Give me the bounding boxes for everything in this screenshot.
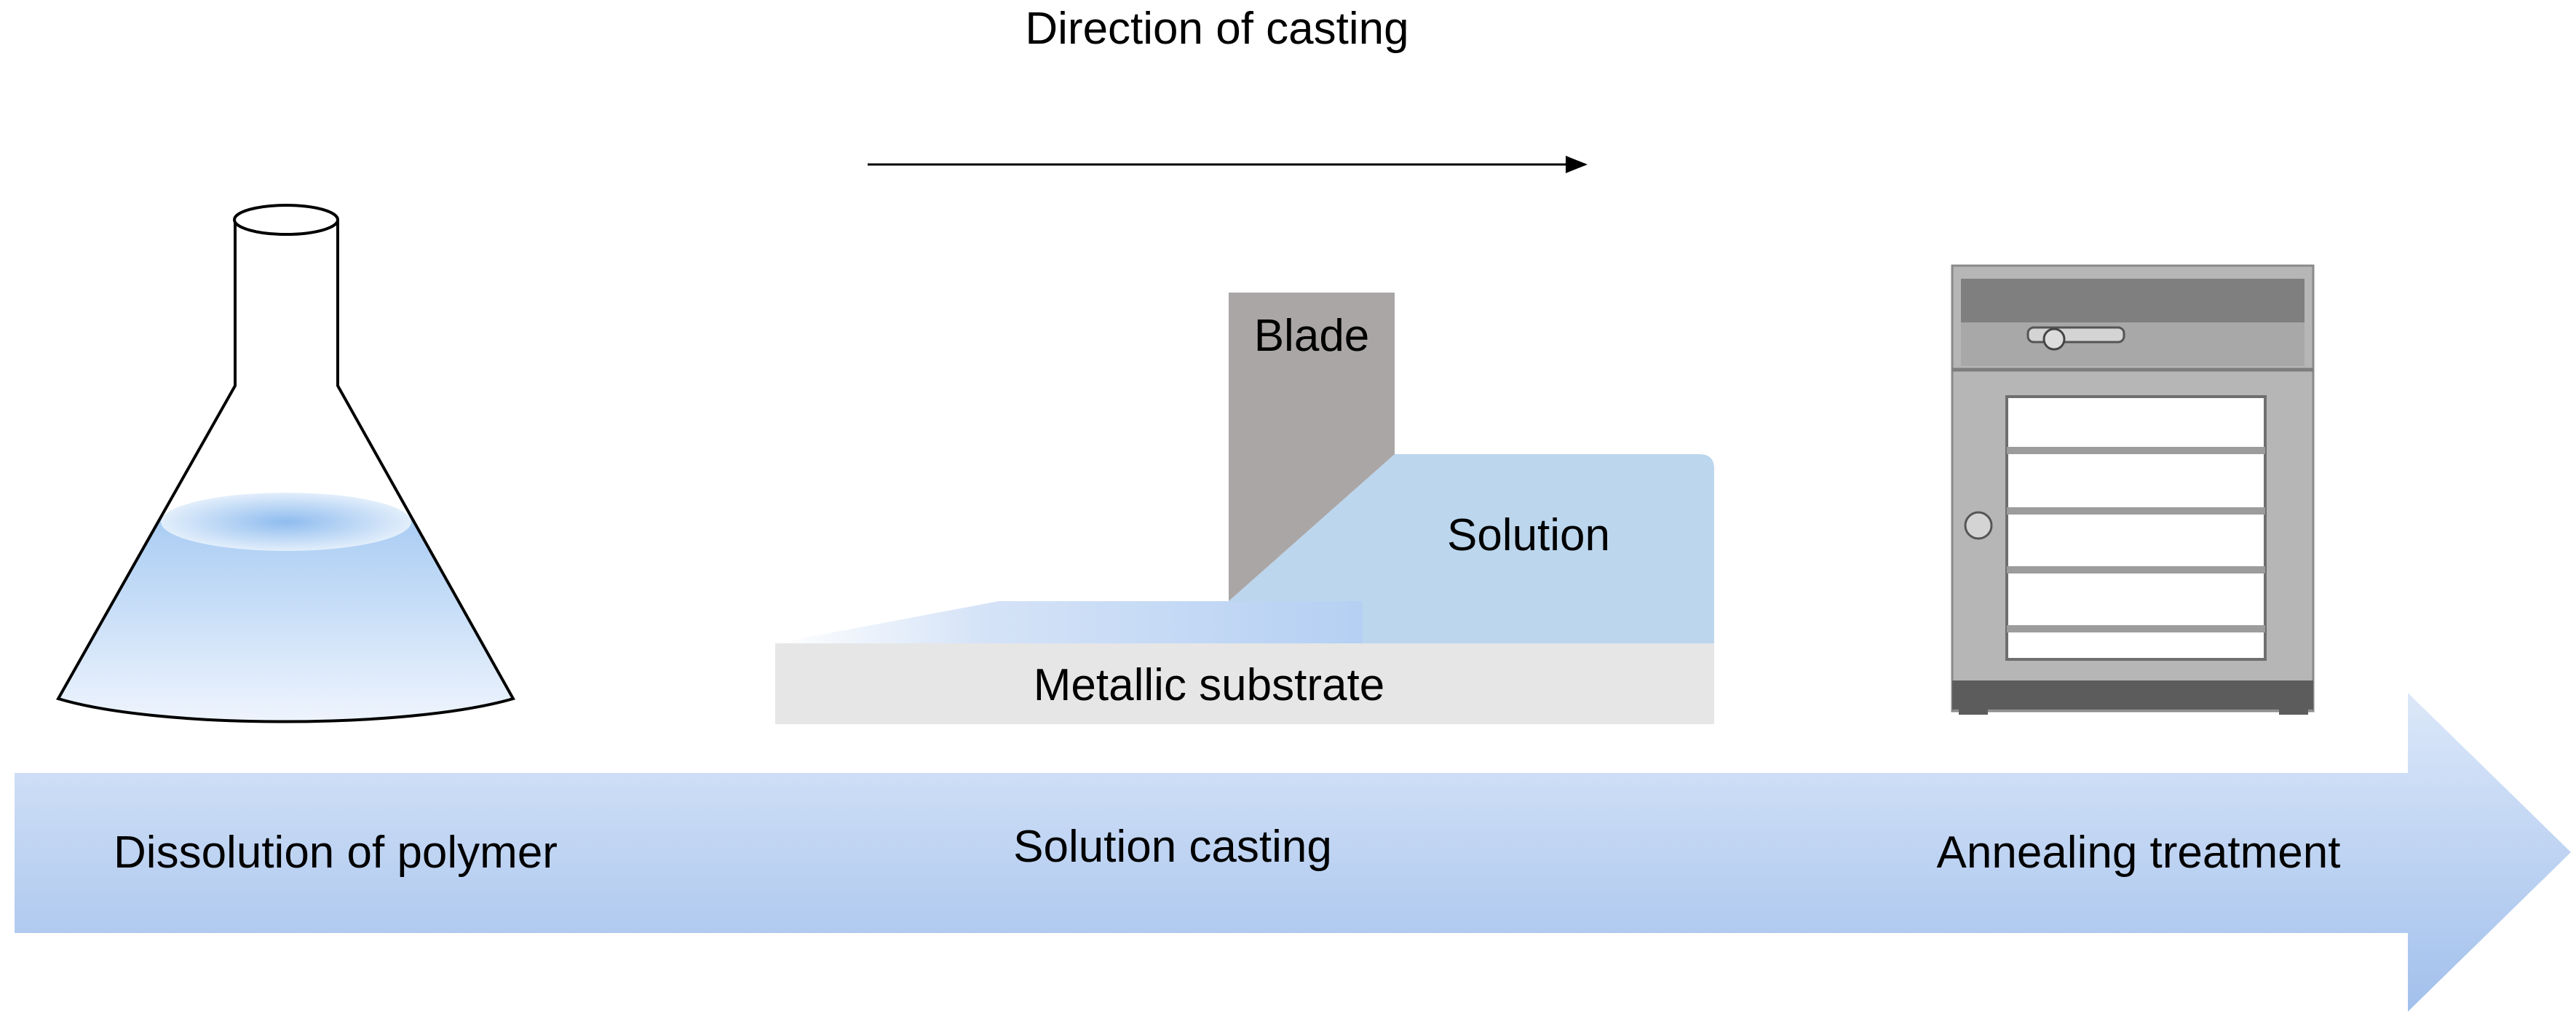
- metallic-substrate: [775, 643, 1714, 724]
- solution-label: Solution: [1447, 510, 1610, 560]
- direction-of-casting-label: Direction of casting: [1025, 4, 1408, 54]
- blade-label: Blade: [1254, 311, 1370, 361]
- solution-reservoir: [1229, 454, 1714, 643]
- oven-control-panel: [1961, 279, 2304, 322]
- step-label-annealing: Annealing treatment: [1937, 827, 2341, 878]
- liquid-surface: [161, 493, 411, 551]
- process-flow-arrow: [15, 693, 2571, 1012]
- casting-setup: Blade Solution Metallic substrate: [775, 293, 1714, 724]
- step-label-dissolution: Dissolution of polymer: [114, 827, 558, 878]
- oven-door-handle: [1964, 511, 1993, 540]
- doctor-blade: [1229, 293, 1395, 601]
- step-label-solution-casting: Solution casting: [1013, 822, 1332, 872]
- substrate-label: Metallic substrate: [1034, 660, 1384, 710]
- flask-liquid: [58, 517, 513, 722]
- cast-film: [775, 601, 1363, 643]
- erlenmeyer-flask-icon: [56, 204, 515, 723]
- annealing-oven-icon: [1951, 264, 2315, 715]
